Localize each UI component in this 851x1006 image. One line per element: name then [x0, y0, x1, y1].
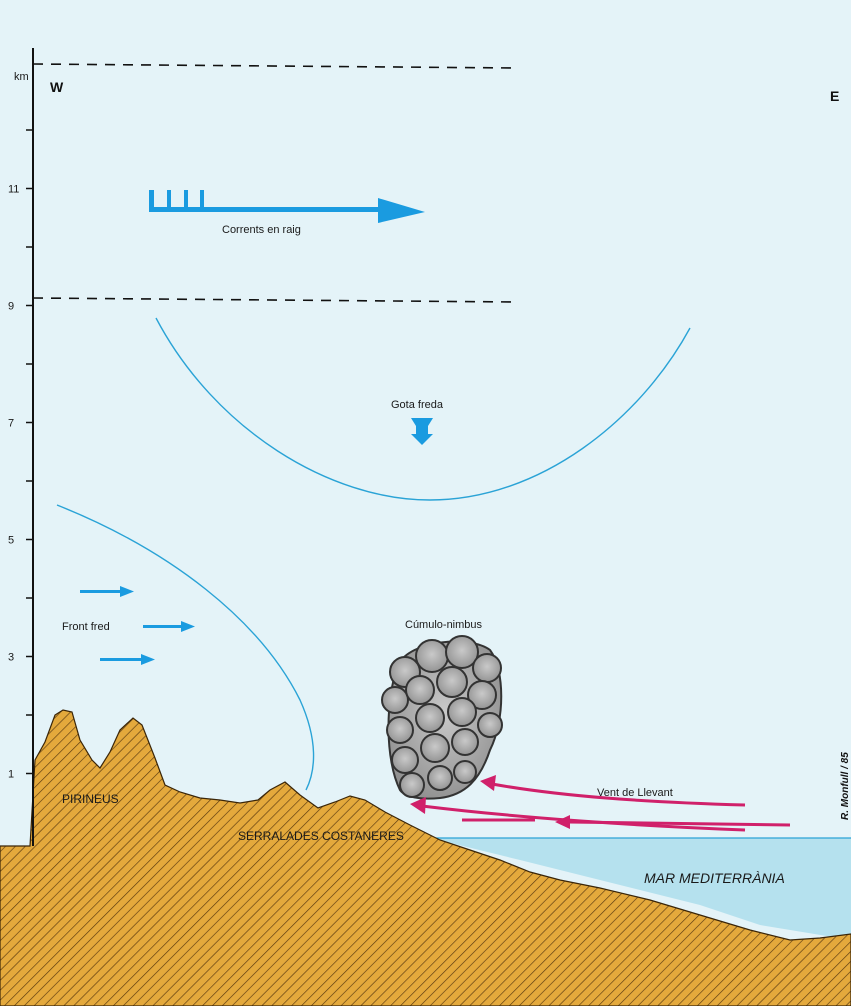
cumulonimbus-cloud: [381, 635, 503, 800]
axis-tick-label: 7: [8, 418, 14, 430]
axis-tick-label: 9: [8, 301, 14, 313]
artist-signature: R. Monfull / 85: [840, 752, 851, 820]
pyrenees-label: PIRINEUS: [62, 792, 119, 806]
west-label: W: [50, 79, 64, 95]
axis-tick-label: 5: [8, 535, 14, 547]
axis-ticks: 1 3 5 7 9 11: [8, 129, 33, 781]
upper-boundary-dashed-line: [32, 63, 516, 69]
land-mass: [0, 709, 851, 1006]
east-wind-arrowheads: [410, 775, 570, 829]
cold-drop-curve: [155, 317, 691, 501]
jet-stream-label: Corrents en raig: [222, 224, 301, 236]
cold-drop-down-arrow: [411, 418, 433, 445]
sea-area: [430, 838, 851, 940]
sea-label: MAR MEDITERRÀNIA: [644, 870, 785, 886]
cumulonimbus-label: Cúmulo-nimbus: [405, 619, 483, 631]
coastal-ranges-label: SERRALADES COSTANERES: [238, 829, 404, 843]
altitude-axis: km 1 3 5 7 9 11: [8, 48, 34, 846]
axis-tick-label: 1: [8, 769, 14, 781]
axis-tick-label: 3: [8, 652, 14, 664]
cold-front-arrows: [80, 586, 195, 665]
jet-stream-arrow: [149, 190, 425, 223]
axis-tick-label: 11: [8, 184, 19, 196]
cold-front-label: Front fred: [62, 621, 110, 633]
lower-boundary-dashed-line: [32, 297, 516, 303]
cold-drop-label: Gota freda: [391, 399, 444, 411]
cold-front-curve: [56, 504, 315, 791]
axis-unit-label: km: [14, 71, 29, 83]
east-wind-arrows: [421, 782, 791, 832]
east-wind-label: Vent de Llevant: [597, 787, 673, 799]
east-label: E: [830, 88, 839, 104]
